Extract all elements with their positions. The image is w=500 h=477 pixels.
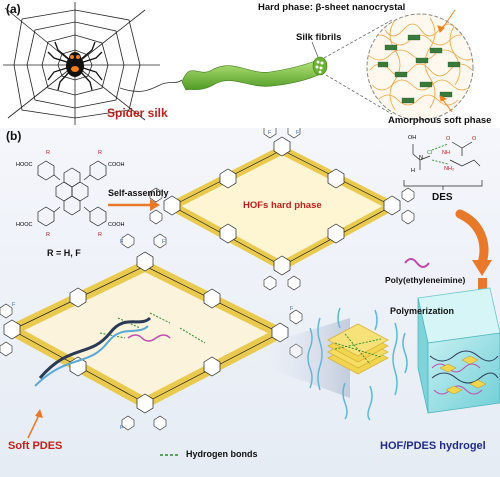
fluorine-label-1: F (268, 130, 272, 136)
hydrogen-bonds-label: Hydrogen bonds (186, 449, 258, 459)
soft-pdes-label: Soft PDES (8, 440, 63, 452)
soft-pdes-pointer (27, 409, 43, 439)
des-label: DES (432, 192, 453, 203)
hydrogel-label: HOF/PDES hydrogel (380, 440, 486, 452)
polymerization-label: Polymerization (390, 306, 455, 316)
fluorine-label-2: F (296, 130, 300, 136)
silk-fiber (181, 56, 328, 91)
pei-squiggle (404, 258, 430, 268)
r-group-2: R (98, 150, 102, 156)
r-group-3: R (46, 232, 50, 238)
panel-b-graphics (0, 123, 500, 477)
des-o-label-1: O (446, 136, 451, 142)
crystal-stack (307, 307, 408, 421)
r-group-4: R (98, 232, 102, 238)
des-n-label: N (419, 155, 423, 161)
hydrogel-cube (417, 287, 500, 414)
panel-a-tag: (a) (6, 2, 21, 16)
pei-label: Poly(ethyleneimine) (385, 275, 466, 285)
des-nh-label: NH (442, 150, 450, 156)
silk-fibrils-label: Silk fibrils (296, 32, 342, 43)
des-structure (403, 141, 483, 190)
hof-hard-phase-frame (149, 123, 415, 291)
panel-a-pointers (437, 9, 456, 113)
silk-thread (119, 79, 183, 92)
linker-molecule (37, 160, 107, 227)
self-assembly-label: Self-assembly (108, 188, 169, 198)
hofs-hard-phase-label: HOFs hard phase (243, 200, 322, 211)
r-group-1: R (46, 150, 50, 156)
hooc-bottom-label: HOOC (16, 222, 33, 228)
amorphous-circle (366, 13, 474, 121)
panel-b: (b) HOOC COOH HOOC COOH R R R R R = H, F… (0, 123, 500, 477)
hard-phase-label: Hard phase: β-sheet nanocrystal (258, 2, 406, 13)
des-nh2-label: NH₂ (444, 166, 455, 172)
panel-a-graphics (3, 2, 474, 125)
des-cl-label: Cl (427, 150, 433, 156)
fluorine-label-5: F (12, 302, 16, 308)
des-o-label-2: O (472, 136, 477, 142)
r-definition-label: R = H, F (47, 248, 81, 258)
hooc-top-label: HOOC (16, 162, 33, 168)
fluorine-label-7: F (290, 306, 294, 312)
zoom-lines (323, 19, 393, 115)
zoom-beam (268, 318, 350, 398)
des-h-label: H (411, 168, 415, 174)
spider-silk-label: Spider silk (107, 106, 168, 120)
fluorine-label-4: F (162, 239, 166, 245)
soft-pdes-frame (0, 233, 303, 431)
panel-a: (a) Hard phase: β-sheet nanocrystal Silk… (0, 0, 500, 128)
panel-b-tag: (b) (6, 129, 22, 143)
cooh-top-label: COOH (108, 162, 125, 168)
amorphous-label: Amorphous soft phase (388, 115, 492, 126)
des-oh-label: OH (408, 135, 417, 141)
spider-icon (47, 41, 103, 91)
self-assembly-arrow (108, 199, 160, 211)
fluorine-label-6: F (120, 425, 124, 431)
cooh-bottom-label: COOH (108, 222, 125, 228)
fluorine-label-3: F (120, 239, 124, 245)
